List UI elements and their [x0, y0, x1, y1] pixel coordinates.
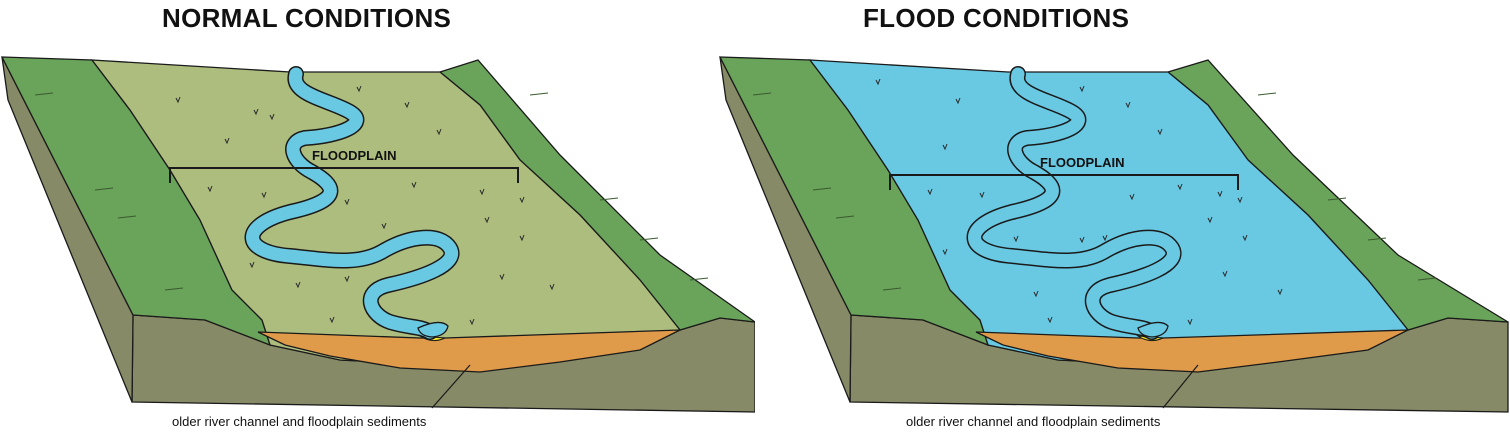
- submerged-river-channel: [968, 67, 1180, 339]
- sediment-leader-line: [1162, 364, 1199, 409]
- bank-marks: [752, 92, 1437, 291]
- flood-conditions-panel: FLOOD CONDITIONS F: [718, 0, 1509, 433]
- floodplain-label: FLOODPLAIN: [1040, 155, 1125, 170]
- river-mouth: [417, 321, 449, 338]
- flood-valley-block-diagram: [718, 56, 1509, 413]
- river-mouth: [1137, 321, 1169, 338]
- floodplain-bracket: [169, 167, 519, 183]
- grass-marks: [875, 78, 1283, 326]
- floodplain-label: FLOODPLAIN: [312, 148, 397, 163]
- normal-valley-block-diagram: [0, 56, 755, 413]
- normal-conditions-panel: NORMAL CONDITIONS: [0, 3, 755, 429]
- floodplain-bracket: [889, 174, 1239, 190]
- sediment-leader-line: [431, 364, 471, 409]
- grass-marks: [175, 85, 555, 326]
- bank-marks: [34, 92, 709, 291]
- panel-title: FLOOD CONDITIONS: [863, 3, 1130, 33]
- panel-title: NORMAL CONDITIONS: [162, 3, 452, 33]
- sediment-label: older river channel and floodplain sedim…: [906, 414, 1161, 429]
- sediment-label: older river channel and floodplain sedim…: [172, 414, 427, 429]
- river-water: [246, 67, 458, 339]
